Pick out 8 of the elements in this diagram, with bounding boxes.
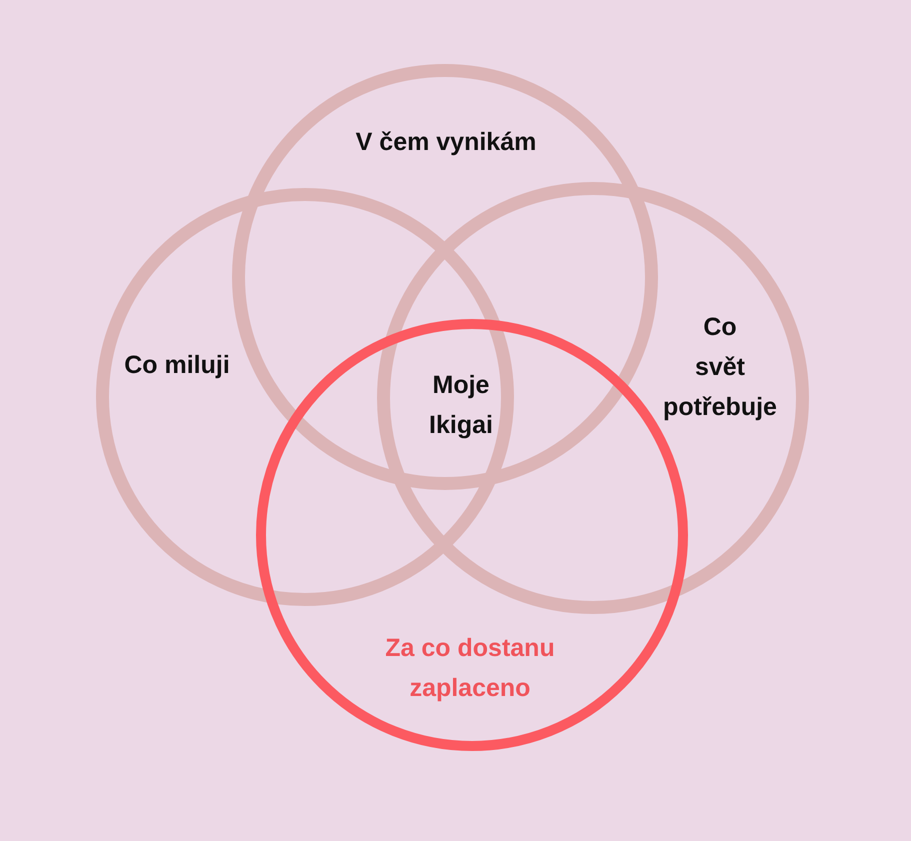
- venn-circle: [377, 182, 809, 614]
- venn-circle: [232, 64, 658, 490]
- center-label: Moje Ikigai: [429, 370, 493, 441]
- circle-label: Co miluji: [124, 350, 230, 381]
- venn-circle: [96, 188, 514, 606]
- circle-label: V čem vynikám: [356, 127, 536, 158]
- circle-label: Za co dostanu zaplaceno: [384, 633, 556, 704]
- circle-label: Co svět potřebuje: [662, 312, 778, 423]
